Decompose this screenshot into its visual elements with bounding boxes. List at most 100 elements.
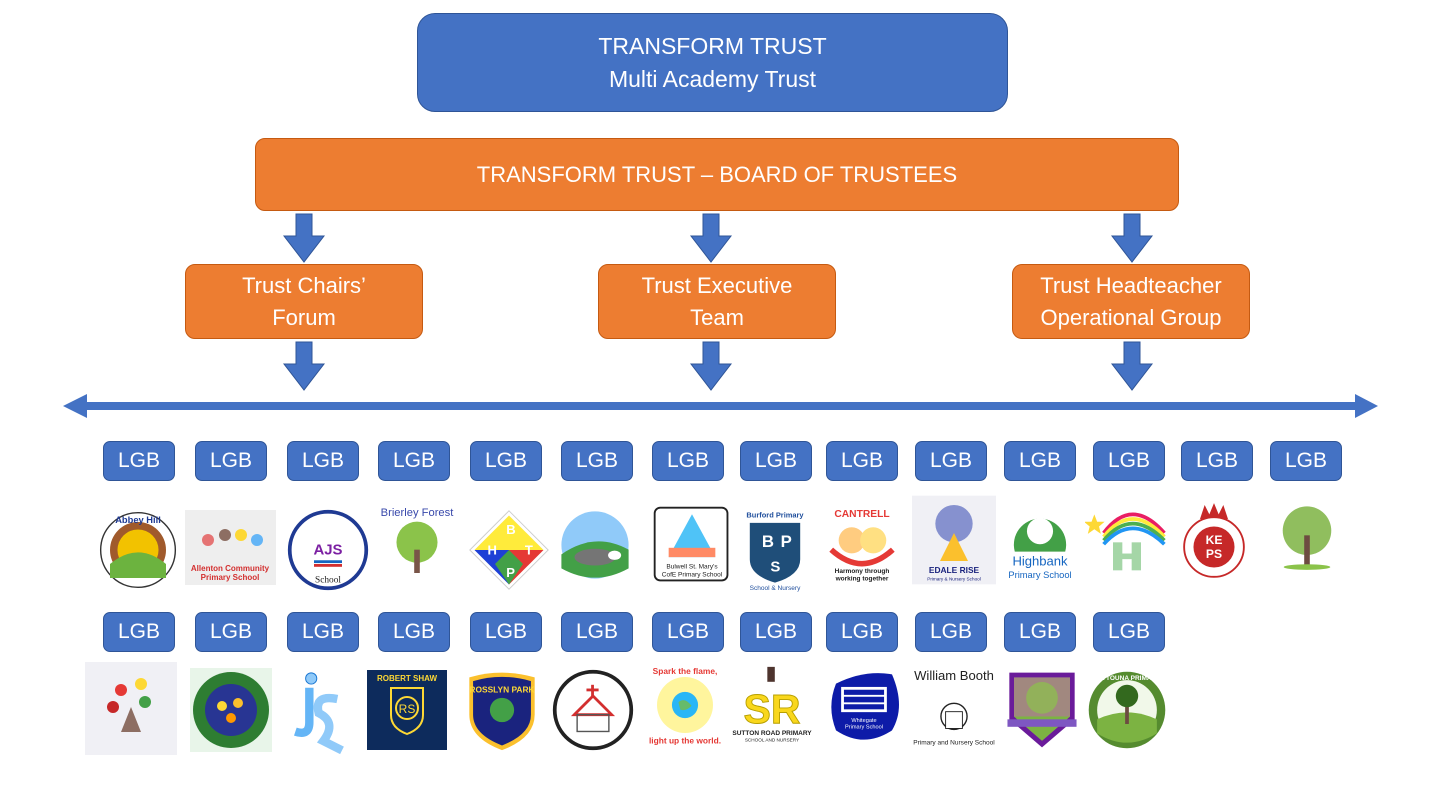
- trust-subtitle: Multi Academy Trust: [608, 65, 817, 92]
- lgb-box: LGB: [915, 612, 987, 652]
- svg-text:SR: SR: [743, 686, 800, 732]
- logo-text: Abbey Hill: [115, 515, 161, 525]
- group-line2: Forum: [272, 304, 336, 330]
- trust-executive-team-box: Trust Executive Team: [598, 264, 836, 339]
- arrow-board-to-chairs: [282, 213, 326, 263]
- lgb-box: LGB: [378, 441, 450, 481]
- school-logo-js: [272, 668, 356, 758]
- svg-text:CofE Primary School: CofE Primary School: [662, 572, 723, 579]
- school-logo-rosslyn-park: ROSSLYN PARK: [460, 665, 544, 755]
- group-line1: Trust Headteacher: [1040, 272, 1222, 298]
- school-logo-woodland-view: [1000, 665, 1084, 755]
- lgb-box: LGB: [287, 441, 359, 481]
- lgb-box: LGB: [1093, 441, 1165, 481]
- svg-text:Highbank: Highbank: [1012, 554, 1068, 569]
- school-logo-tree: [1265, 495, 1349, 585]
- arrow-left-head: [63, 394, 87, 418]
- svg-text:Spark the flame,: Spark the flame,: [653, 666, 718, 676]
- svg-text:Bulwell St. Mary's: Bulwell St. Mary's: [666, 563, 718, 570]
- lgb-box: LGB: [470, 441, 542, 481]
- svg-text:B: B: [506, 522, 515, 537]
- svg-text:Harmony through: Harmony through: [835, 568, 890, 575]
- svg-text:Primary School: Primary School: [845, 724, 883, 730]
- group-line2: Team: [690, 304, 744, 330]
- school-logo-pear-tree: [190, 668, 272, 752]
- svg-text:RS: RS: [399, 702, 416, 716]
- svg-text:P: P: [506, 565, 515, 580]
- svg-text:Primary School: Primary School: [201, 573, 260, 582]
- svg-text:Primary and Nursery School: Primary and Nursery School: [913, 739, 995, 746]
- school-logo-spark-the-flame: Spark the flame, light up the world.: [643, 660, 727, 750]
- school-logo-holgate: [1085, 495, 1169, 585]
- school-logo-robert-shaw: ROBERT SHAW RS: [367, 670, 447, 750]
- lgb-box: LGB: [195, 612, 267, 652]
- svg-text:SCHOOL AND NURSERY: SCHOOL AND NURSERY: [745, 738, 799, 743]
- arrow-right-head: [1355, 394, 1378, 418]
- lgb-box: LGB: [915, 441, 987, 481]
- svg-text:T: T: [525, 543, 533, 558]
- lgb-box: LGB: [103, 441, 175, 481]
- svg-text:School & Nursery: School & Nursery: [750, 585, 801, 592]
- lgb-box: LGB: [378, 612, 450, 652]
- school-logo-ashbrook: AJS School: [286, 505, 370, 595]
- lgb-box: LGB: [103, 612, 175, 652]
- lgb-box: LGB: [740, 441, 812, 481]
- svg-text:KE: KE: [1206, 533, 1223, 547]
- svg-text:B: B: [762, 532, 774, 551]
- school-logo-brierley-forest: Brierley Forest: [375, 500, 459, 590]
- svg-text:Allenton Community: Allenton Community: [191, 564, 270, 573]
- svg-text:AJS: AJS: [313, 542, 342, 559]
- school-logo-parkdale: [85, 662, 177, 755]
- board-of-trustees-box: TRANSFORM TRUST – BOARD OF TRUSTEES: [255, 138, 1179, 211]
- school-logo-zaytouna: ZAYTOUNA PRIMARY: [1085, 665, 1169, 755]
- svg-text:CANTRELL: CANTRELL: [834, 509, 889, 520]
- svg-text:ROSSLYN PARK: ROSSLYN PARK: [469, 684, 534, 694]
- school-logo-sneinton: [551, 665, 635, 755]
- arrow-board-to-executive: [689, 213, 733, 263]
- lgb-box: LGB: [740, 612, 812, 652]
- svg-text:Primary School: Primary School: [1008, 570, 1071, 580]
- svg-text:S: S: [770, 558, 780, 575]
- svg-text:ZAYTOUNA PRIMARY: ZAYTOUNA PRIMARY: [1094, 675, 1162, 682]
- svg-text:SUTTON ROAD PRIMARY: SUTTON ROAD PRIMARY: [732, 730, 812, 737]
- lgb-box: LGB: [195, 441, 267, 481]
- svg-text:ROBERT SHAW: ROBERT SHAW: [377, 674, 437, 683]
- lgb-box: LGB: [561, 612, 633, 652]
- school-logo-edale-rise: EDALE RISE Primary & Nursery School: [912, 495, 996, 585]
- lgb-box: LGB: [1004, 612, 1076, 652]
- svg-text:Primary & Nursery School: Primary & Nursery School: [927, 577, 981, 582]
- lgb-box: LGB: [1181, 441, 1253, 481]
- lgb-box: LGB: [652, 441, 724, 481]
- svg-text:light up the world.: light up the world.: [649, 735, 721, 745]
- trust-chairs-forum-box: Trust Chairs’ Forum: [185, 264, 423, 339]
- lgb-box: LGB: [561, 441, 633, 481]
- svg-text:EDALE RISE: EDALE RISE: [929, 565, 980, 575]
- lgb-box: LGB: [826, 441, 898, 481]
- group-line2: Operational Group: [1040, 304, 1222, 330]
- arrow-headteacher-to-lgb: [1110, 341, 1154, 391]
- svg-text:Burford Primary: Burford Primary: [746, 510, 804, 519]
- group-line1: Trust Executive: [641, 272, 793, 298]
- svg-text:School: School: [315, 576, 341, 586]
- lgb-box: LGB: [470, 612, 542, 652]
- lgb-box: LGB: [1004, 441, 1076, 481]
- trust-headteacher-group-box: Trust Headteacher Operational Group: [1012, 264, 1250, 339]
- lgb-box: LGB: [652, 612, 724, 652]
- lgb-box: LGB: [287, 612, 359, 652]
- svg-text:PS: PS: [1206, 547, 1222, 561]
- trust-title: TRANSFORM TRUST: [598, 32, 827, 59]
- svg-text:Brierley Forest: Brierley Forest: [381, 507, 455, 519]
- svg-text:William Booth: William Booth: [914, 668, 994, 683]
- svg-text:P: P: [781, 532, 792, 551]
- school-logo-brocklewood: [553, 500, 637, 590]
- lgb-box: LGB: [826, 612, 898, 652]
